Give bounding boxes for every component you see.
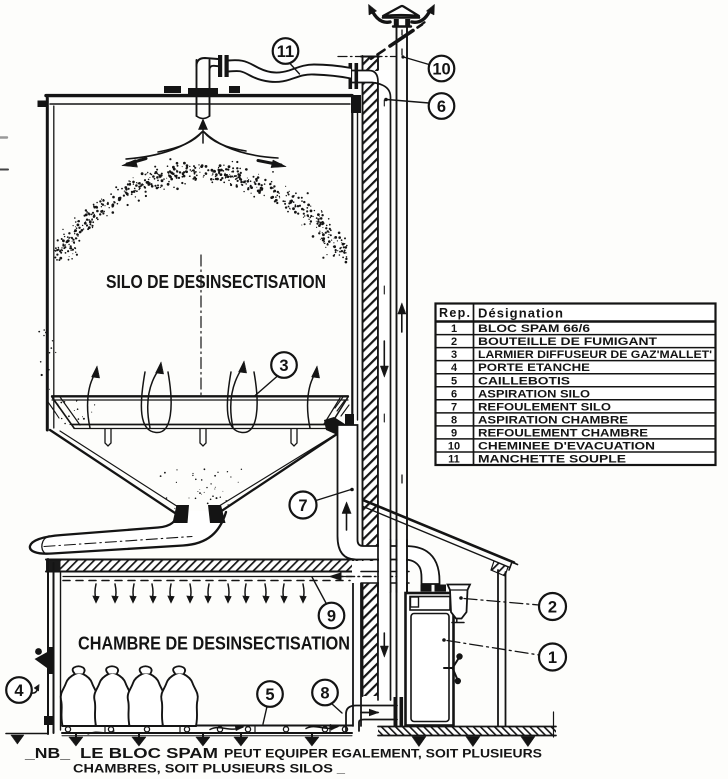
svg-text:ASPIRATION SILO: ASPIRATION SILO (478, 388, 591, 400)
svg-text:CHEMINEE D'EVACUATION: CHEMINEE D'EVACUATION (478, 441, 655, 453)
svg-text:REFOULEMENT SILO: REFOULEMENT SILO (478, 401, 612, 413)
svg-text:CAILLEBOTIS: CAILLEBOTIS (478, 375, 570, 387)
svg-text:3: 3 (451, 349, 457, 361)
svg-text:10: 10 (448, 441, 460, 453)
svg-text:CHAMBRE DE DESINSECTISATION: CHAMBRE DE DESINSECTISATION (78, 634, 350, 654)
svg-text:_NB_: _NB_ (24, 746, 71, 762)
svg-text:8: 8 (451, 415, 457, 427)
svg-text:11: 11 (448, 454, 460, 466)
svg-text:8: 8 (320, 684, 329, 702)
svg-text:5: 5 (451, 375, 457, 387)
svg-text:7: 7 (451, 401, 457, 413)
svg-text:CHAMBRES, SOIT PLUSIEURS SILOS: CHAMBRES, SOIT PLUSIEURS SILOS _ (73, 764, 346, 776)
svg-text:PORTE ETANCHE: PORTE ETANCHE (478, 362, 590, 374)
svg-text:PEUT EQUIPER EGALEMENT, SOIT P: PEUT EQUIPER EGALEMENT, SOIT PLUSIEURS (224, 749, 542, 761)
svg-text:1: 1 (451, 323, 457, 335)
svg-text:LE BLOC SPAM: LE BLOC SPAM (80, 746, 218, 762)
svg-text:BOUTEILLE DE FUMIGANT: BOUTEILLE DE FUMIGANT (478, 336, 657, 348)
svg-text:5: 5 (265, 686, 274, 704)
svg-text:6: 6 (451, 388, 457, 400)
svg-text:7: 7 (298, 497, 307, 515)
svg-text:1: 1 (548, 649, 557, 667)
svg-text:9: 9 (327, 607, 336, 625)
svg-text:REFOULEMENT CHAMBRE: REFOULEMENT CHAMBRE (478, 428, 648, 440)
svg-text:9: 9 (451, 428, 457, 440)
svg-text:3: 3 (279, 357, 288, 375)
svg-text:4: 4 (14, 682, 24, 700)
svg-text:Rep.: Rep. (439, 306, 470, 320)
svg-text:11: 11 (277, 43, 294, 61)
svg-text:LARMIER DIFFUSEUR DE GAZ'MALLE: LARMIER DIFFUSEUR DE GAZ'MALLET' (478, 349, 712, 361)
svg-text:BLOC SPAM 66/6: BLOC SPAM 66/6 (478, 323, 590, 335)
svg-text:4: 4 (451, 362, 458, 374)
svg-text:2: 2 (548, 598, 557, 616)
svg-text:MANCHETTE SOUPLE: MANCHETTE SOUPLE (478, 454, 626, 466)
svg-text:ASPIRATION CHAMBRE: ASPIRATION CHAMBRE (478, 415, 628, 427)
svg-text:10: 10 (432, 60, 450, 78)
svg-text:2: 2 (451, 336, 457, 348)
svg-text:SILO DE DESINSECTISATION: SILO DE DESINSECTISATION (106, 272, 326, 292)
svg-text:6: 6 (437, 98, 446, 116)
svg-text:Désignation: Désignation (478, 306, 563, 321)
